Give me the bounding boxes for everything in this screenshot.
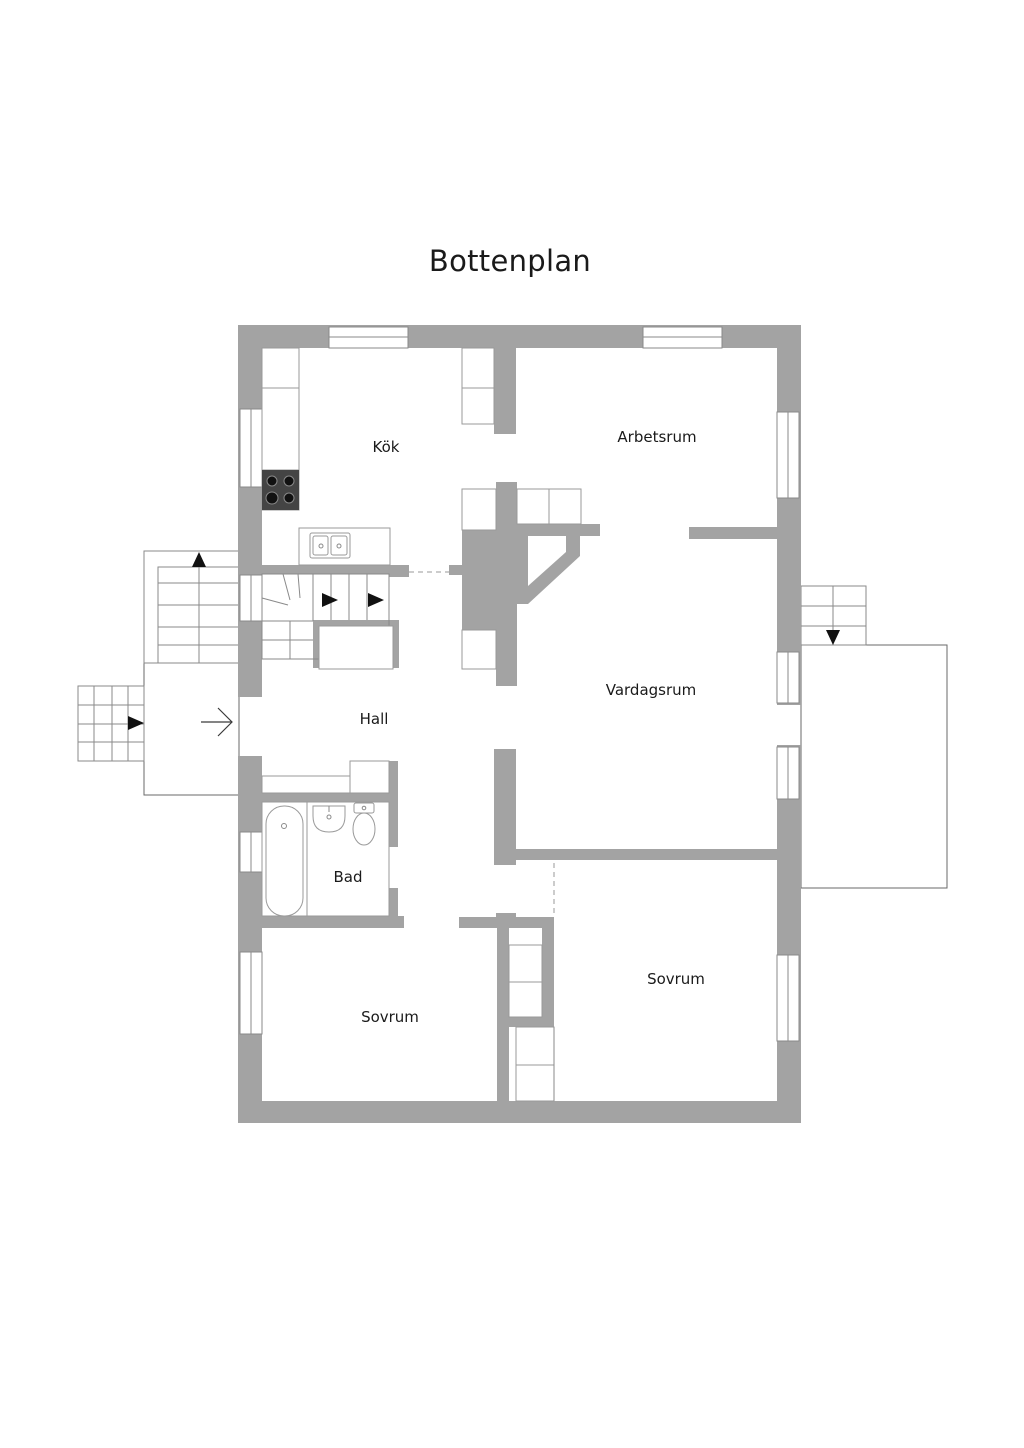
hall-fixtures: [261, 625, 394, 794]
washbasin-icon: [312, 805, 346, 833]
stove-icon: [262, 470, 299, 510]
room-label-hall: Hall: [360, 710, 389, 728]
bathtub-icon: [265, 805, 304, 917]
plan-title: Bottenplan: [428, 244, 592, 278]
closets: [508, 944, 555, 1102]
west-entrance-landing: [143, 662, 240, 796]
room-label-sovrum-right: Sovrum: [647, 970, 705, 988]
kitchen-fixtures: [261, 347, 582, 670]
west-lower-steps: [77, 685, 145, 762]
room-label-vardagsrum: Vardagsrum: [606, 681, 697, 699]
interior-walls: [262, 348, 777, 1101]
kitchen-sink-icon: [309, 532, 351, 559]
west-upper-steps: [143, 550, 240, 664]
east-steps: [800, 585, 867, 646]
room-label-arbetsrum: Arbetsrum: [617, 428, 696, 446]
windows: [239, 326, 800, 1042]
room-label-bad: Bad: [333, 868, 362, 886]
room-label-kok: Kök: [373, 438, 400, 456]
room-label-sovrum-left: Sovrum: [361, 1008, 419, 1026]
east-terrace: [800, 644, 948, 889]
toilet-icon: [352, 802, 376, 846]
